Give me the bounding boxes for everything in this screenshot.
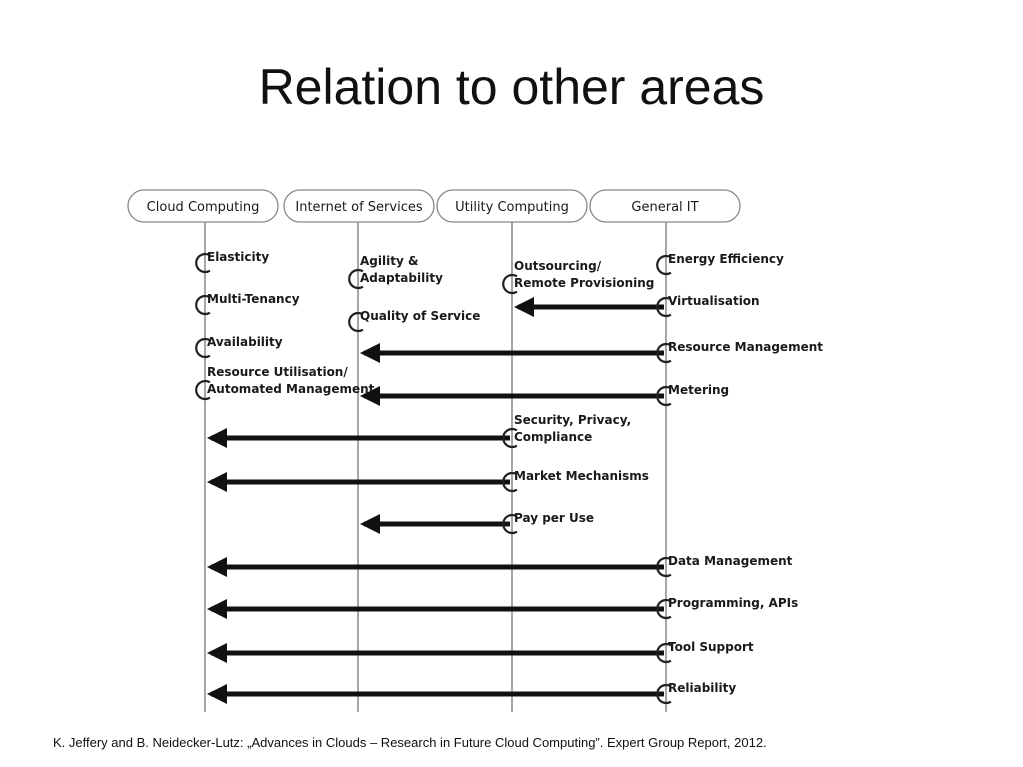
item-label: Availability — [207, 335, 283, 349]
item-label: Adaptability — [360, 271, 443, 285]
lane-label-ios: Internet of Services — [295, 200, 422, 215]
item-label: Outsourcing/ — [514, 259, 602, 273]
socket-icon — [656, 683, 672, 705]
item-label: Data Management — [668, 554, 793, 568]
socket-icon — [656, 385, 672, 407]
item-label: Pay per Use — [514, 511, 594, 525]
item-label: Automated Management — [207, 382, 375, 396]
socket-icon — [502, 273, 518, 295]
item-label: Metering — [668, 383, 729, 397]
socket-icon — [195, 379, 211, 401]
item-label: Quality of Service — [360, 309, 480, 323]
item-label: Energy Efficiency — [668, 252, 784, 266]
socket-icon — [656, 296, 672, 318]
socket-icon — [656, 598, 672, 620]
socket-icon — [348, 268, 364, 290]
item-label: Virtualisation — [668, 294, 760, 308]
socket-icon — [195, 337, 211, 359]
socket-icon — [656, 254, 672, 276]
slide-title: Relation to other areas — [258, 59, 765, 115]
item-label: Agility & — [360, 254, 418, 268]
socket-icon — [656, 342, 672, 364]
socket-icon — [656, 642, 672, 664]
item-label: Resource Utilisation/ — [207, 365, 348, 379]
socket-icon — [348, 311, 364, 333]
lane-header-ios — [283, 189, 435, 223]
item-label: Elasticity — [207, 250, 269, 264]
socket-icon — [502, 471, 518, 493]
item-label: Programming, APIs — [668, 596, 798, 610]
socket-icon — [656, 556, 672, 578]
lane-header-cloud — [127, 189, 279, 223]
socket-icon — [195, 294, 211, 316]
item-label: Security, Privacy, — [514, 413, 631, 427]
socket-icon — [502, 513, 518, 535]
item-label: Tool Support — [668, 640, 754, 654]
item-label: Resource Management — [668, 340, 823, 354]
item-label: Market Mechanisms — [514, 469, 649, 483]
lane-label-general: General IT — [631, 200, 698, 215]
item-label: Compliance — [514, 430, 592, 444]
lane-header-utility — [436, 189, 588, 223]
item-label: Remote Provisioning — [514, 276, 654, 290]
socket-icon — [502, 427, 518, 449]
citation-caption: K. Jeffery and B. Neidecker-Lutz: „Advan… — [53, 735, 767, 750]
item-label: Multi-Tenancy — [207, 292, 300, 306]
lane-header-general — [589, 189, 741, 223]
item-label: Reliability — [668, 681, 736, 695]
lane-label-utility: Utility Computing — [455, 200, 569, 215]
socket-icon — [195, 252, 211, 274]
lane-label-cloud: Cloud Computing — [147, 200, 260, 215]
